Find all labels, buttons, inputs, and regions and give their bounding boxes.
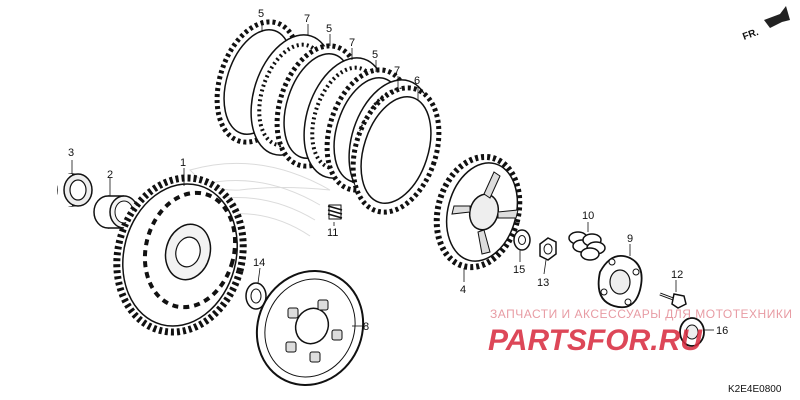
leader-lines (71, 20, 714, 331)
part-label-1: 1 (180, 157, 186, 169)
spring-11 (327, 204, 343, 220)
part-label-9: 9 (627, 233, 633, 245)
part-label-16: 16 (716, 325, 728, 337)
part-label-14: 14 (253, 257, 265, 269)
part-label-5b: 5 (326, 23, 332, 35)
part-label-8: 8 (363, 321, 369, 333)
part-label-13: 13 (537, 277, 549, 289)
part-label-7b: 7 (349, 37, 355, 49)
part-label-5a: 5 (258, 8, 264, 20)
watermark-tagline: ЗАПЧАСТИ И АКСЕССУАРЫ ДЛЯ МОТОТЕХНИКИ (490, 307, 792, 321)
washer-15 (513, 229, 531, 251)
pressure-plate-8 (255, 270, 365, 386)
diagram-code: K2E4E0800 (728, 384, 782, 395)
front-direction-label: FR. (741, 27, 760, 43)
clutch-center-4 (433, 153, 523, 271)
part-label-10: 10 (582, 210, 594, 222)
part-label-7c: 7 (394, 65, 400, 77)
part-label-3: 3 (68, 147, 74, 159)
watermark-brand: PARTSFOR.RU (488, 324, 703, 357)
part-label-12: 12 (671, 269, 683, 281)
part-label-15: 15 (513, 264, 525, 276)
clutch-springs-10 (568, 231, 606, 261)
front-direction-indicator: FR. (741, 6, 790, 43)
part-label-11: 11 (327, 227, 338, 239)
clutch-plate-stack (214, 19, 442, 215)
release-bearing-16 (679, 317, 705, 347)
needle-bearing-3 (57, 173, 93, 207)
clutch-outer-1 (113, 174, 247, 336)
bolt-12 (659, 292, 687, 309)
lifter-plate-9 (597, 254, 643, 309)
washer-14 (245, 282, 267, 310)
friction-plate-6 (350, 85, 442, 215)
part-label-7a: 7 (304, 13, 310, 25)
part-label-4: 4 (460, 284, 466, 296)
lock-nut-13 (539, 237, 557, 261)
part-label-2: 2 (107, 169, 113, 181)
shop-watermark: ЗАПЧАСТИ И АКСЕССУАРЫ ДЛЯ МОТОТЕХНИКИ PA… (488, 307, 792, 357)
part-label-6: 6 (414, 75, 420, 87)
part-labels: 5 7 5 7 5 7 6 3 2 1 11 14 8 4 15 13 10 9… (68, 8, 728, 337)
part-label-5c: 5 (372, 49, 378, 61)
